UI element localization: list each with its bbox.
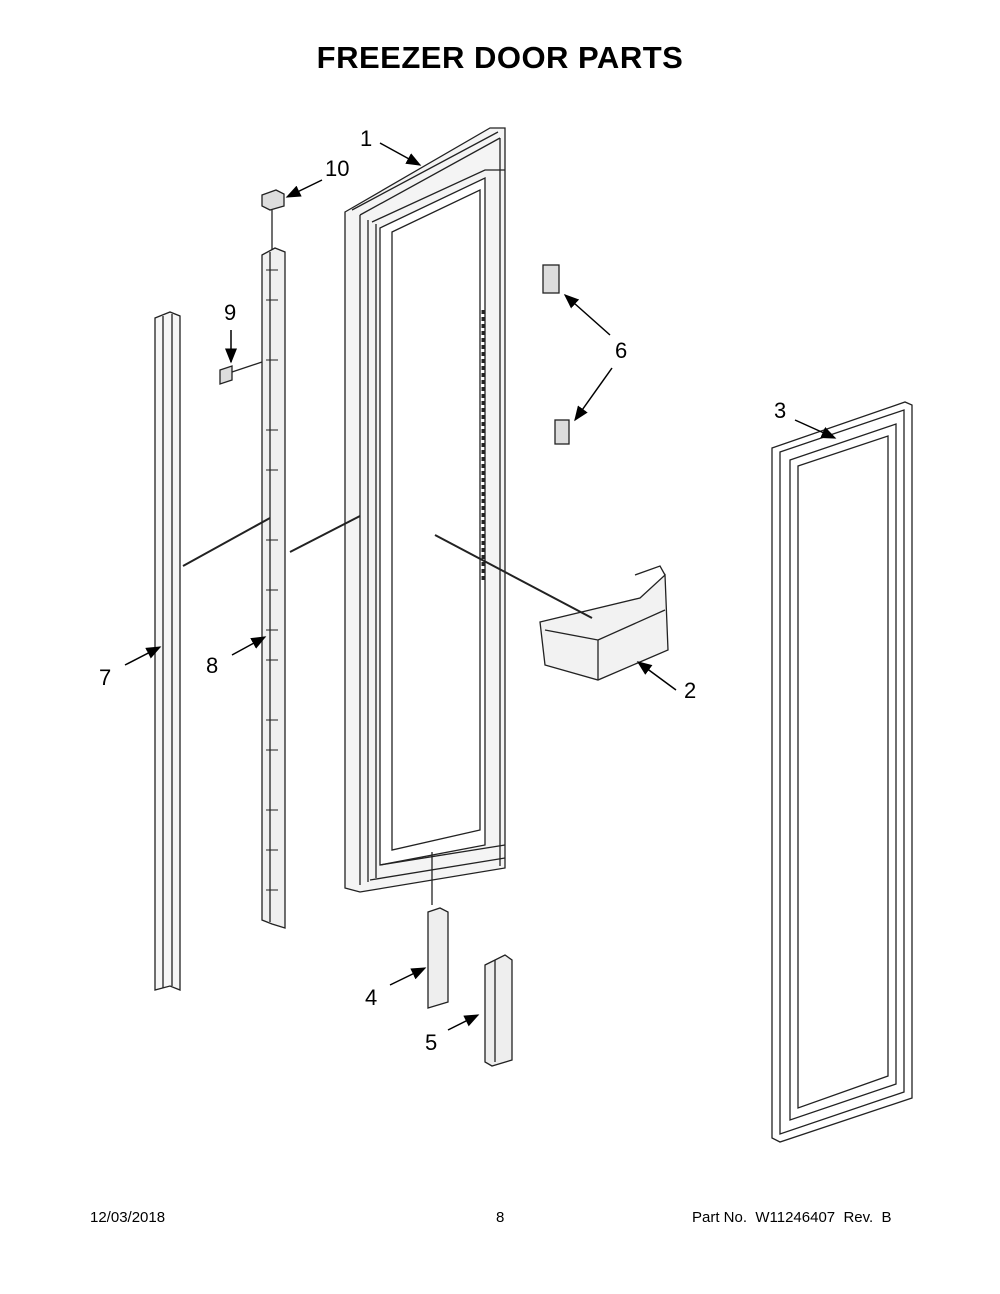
callout-7: 7 [99,665,112,690]
footer-date: 12/03/2018 [90,1209,166,1226]
callout-3: 3 [774,398,787,423]
hinge-strip-part-8 [261,247,286,929]
trim-strip-part-7 [154,311,181,991]
callout-9: 9 [224,300,237,325]
door-bin-part-2 [539,565,669,681]
screw-part-9 [219,361,263,385]
callout-2: 2 [684,678,697,703]
door-frame-part-1 [344,127,506,893]
footer-part-number: Part No. W11246407 Rev. B [692,1209,892,1226]
callout-5: 5 [425,1030,438,1055]
callout-4: 4 [365,985,378,1010]
page-title: FREEZER DOOR PARTS [316,40,684,75]
assembly-lines [182,515,593,619]
callout-10: 10 [325,156,350,181]
callout-arrows [124,142,837,1031]
door-gasket-part-3 [771,401,913,1143]
callout-8: 8 [206,653,219,678]
callout-1: 1 [360,126,373,151]
hinge-part-6 [542,264,570,445]
footer-page-number: 8 [496,1209,505,1226]
hinge-cap-part-10 [261,189,285,250]
bracket-part-5 [484,954,513,1067]
callout-6: 6 [615,338,628,363]
bracket-part-4 [427,852,449,1009]
